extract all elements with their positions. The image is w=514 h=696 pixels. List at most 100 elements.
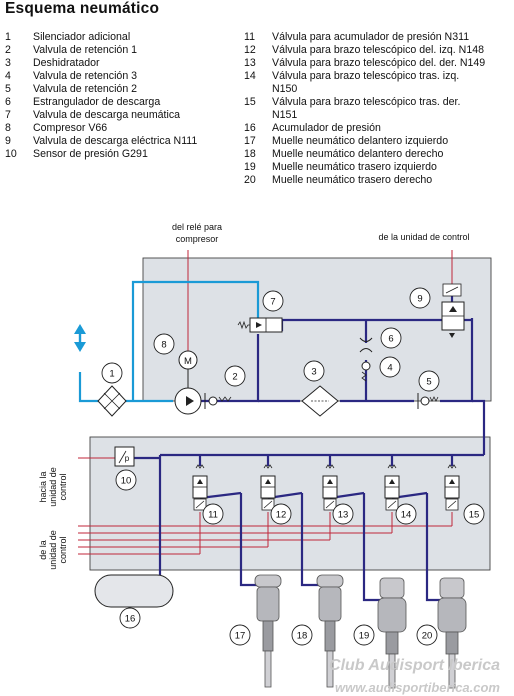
solenoid-valve-icon [384,464,400,511]
component-marker-8: 8 [153,333,175,355]
component-marker-19: 19 [353,624,375,646]
legend-item: 10 Sensor de presión G291 [5,148,237,161]
electric-valve-icon [441,283,465,338]
legend-item-text: Estrangulador de descarga [33,96,161,108]
component-number: 12 [276,510,287,521]
legend-item-text: Muelle neumático trasero izquierdo [272,161,437,173]
hacia-unidad-label: hacia la unidad de control [38,467,68,507]
solenoid-valve-icon [192,464,208,511]
solenoid-valve-icon [322,464,338,511]
legend-item-text: Valvula de retención 2 [33,83,138,95]
legend-item-text: Valvula de descarga neumática [33,109,181,121]
motor-symbol: M [184,356,192,367]
pressure-accumulator [94,574,174,608]
hacia-line3: control [58,473,68,500]
legend-item-number: 15 [244,96,256,108]
component-number: 10 [121,476,132,487]
legend-item-text: Muelle neumático trasero derecho [272,174,433,186]
legend-item-number: 9 [5,135,11,147]
legend-item-text: Válvula para brazo telescópico del. der.… [272,57,486,69]
component-marker-13: 13 [332,503,354,525]
silencer-icon [97,385,127,417]
legend-item-number: 3 [5,57,11,69]
legend-item: 11 Válvula para acumulador de presión N31… [244,31,514,44]
control-unit-top-label: de la unidad de control [378,232,469,242]
component-number: 9 [417,294,422,305]
legend-item-number: 1 [5,31,11,43]
legend-item-number: 18 [244,148,256,160]
vent-arrow-icon [74,324,86,352]
legend-item: 2 Valvula de retención 1 [5,44,237,57]
legend-item-text: Muelle neumático delantero derecho [272,148,444,160]
legend-item-number: 16 [244,122,256,134]
legend-item-text: Acumulador de presión [272,122,381,134]
component-number: 8 [161,340,166,351]
component-marker-7: 7 [262,290,284,312]
legend-item-text: Válvula para brazo telescópico tras. der… [272,96,461,108]
legend-item: 13 Válvula para brazo telescópico del. de… [244,57,514,70]
check-valve-5-icon [417,393,439,409]
legend-item-text: Válvula para acumulador de presión N311 [272,31,470,43]
check-valve-2-icon [204,393,232,409]
component-marker-16: 16 [119,607,141,629]
hacia-line2: unidad de [48,467,58,507]
component-number: 18 [297,631,308,642]
component-number: 11 [208,510,218,521]
solenoid-valves [192,464,460,511]
legend-item-number: 5 [5,83,11,95]
component-marker-20: 20 [416,624,438,646]
legend-item-number: 10 [5,148,17,160]
legend-item-text: Valvula de retención 1 [33,44,138,56]
component-number: 15 [469,510,480,521]
sensor-symbol: p [125,454,130,463]
legend-item: 15 Válvula para brazo telescópico tras. d… [244,96,514,109]
dela-line3: control [58,536,68,563]
watermark-title: Club Audisport Iberica [329,657,500,674]
component-number: 4 [387,363,392,374]
air-springs [254,574,467,689]
legend-item-number: 4 [5,70,11,82]
component-marker-2: 2 [224,365,246,387]
component-marker-12: 12 [270,503,292,525]
component-number: 13 [338,510,349,521]
dela-line1: de la [38,540,48,560]
dryer-icon [301,385,339,417]
lower-housing [89,436,491,571]
component-number: 16 [125,614,136,625]
legend-item-text: Muelle neumático delantero izquierdo [272,135,449,147]
legend-item-number: 19 [244,161,256,173]
atmosphere-lines [78,280,260,403]
legend-item-text: Sensor de presión G291 [33,148,148,160]
component-number: 2 [232,372,237,383]
electrical-lines [78,250,453,555]
legend-item-number: 12 [244,44,256,56]
pneumatic-valve-icon [237,317,283,333]
de-la-unidad-label: de la unidad de control [38,530,68,570]
rear-air-spring-icon [437,577,467,689]
component-number: 17 [235,631,246,642]
legend-item-number: 6 [5,96,11,108]
component-marker-9: 9 [409,287,431,309]
legend-item-number: 20 [244,174,256,186]
rear-air-spring-icon [377,577,407,689]
component-marker-10: 10 [115,469,137,491]
legend-item: 18 Muelle neumático delantero derecho [244,148,514,161]
component-number: 1 [109,369,114,380]
legend-item-number: 11 [244,31,255,43]
legend-item-text: Válvula para brazo telescópico tras. izq… [272,70,460,82]
legend-item-number: 2 [5,44,11,56]
front-air-spring-icon [254,574,282,688]
legend-item-text: Valvula de retención 3 [33,70,138,82]
component-number: 6 [388,334,393,345]
legend-item-number: 17 [244,135,256,147]
legend-item-number: 7 [5,109,11,121]
component-number: 14 [401,510,412,521]
component-marker-14: 14 [395,503,417,525]
legend-item-number: 13 [244,57,256,69]
